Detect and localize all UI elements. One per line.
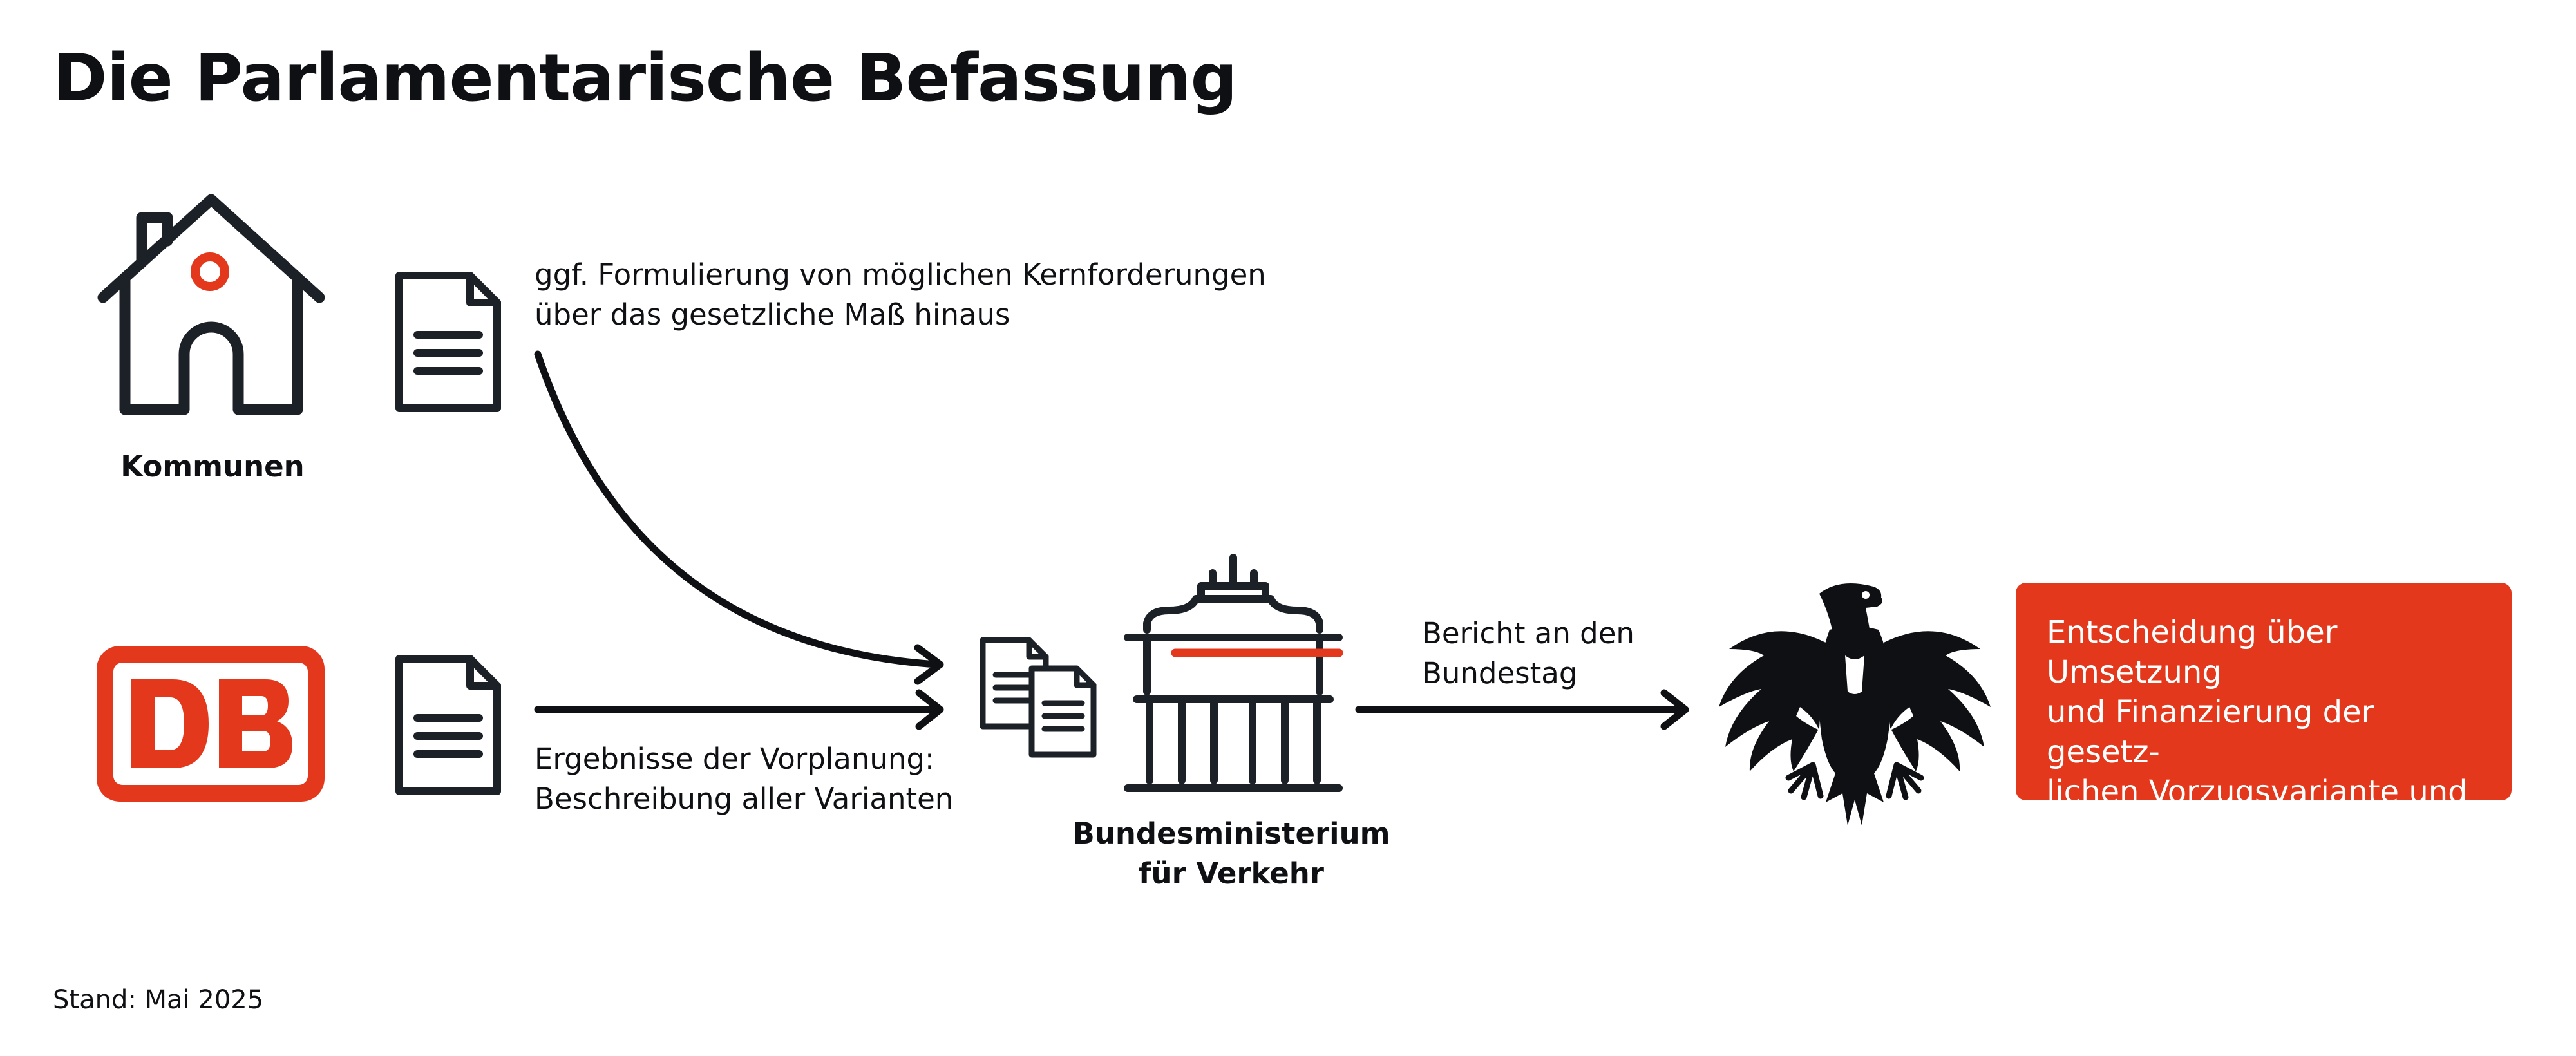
db-caption-line1: Ergebnisse der Vorplanung: bbox=[535, 742, 935, 776]
db-logo bbox=[97, 646, 325, 802]
brandenburg-gate-icon bbox=[1124, 554, 1343, 792]
ministerium-label-line2: für Verkehr bbox=[1138, 856, 1325, 891]
house-icon bbox=[97, 194, 325, 415]
decision-line2: und Finanzierung der gesetz- bbox=[2047, 694, 2374, 770]
stand-date: Stand: Mai 2025 bbox=[53, 985, 264, 1015]
ministerium-label: Bundesministerium für Verkehr bbox=[1070, 814, 1392, 894]
db-caption-line2: Beschreibung aller Varianten bbox=[535, 782, 954, 816]
bundestag-caption: Bericht an den Bundestag bbox=[1422, 614, 1634, 693]
federal-eagle-icon bbox=[1719, 583, 1991, 825]
kommunen-caption-line1: ggf. Formulierung von möglichen Kernford… bbox=[535, 258, 1266, 292]
bundestag-caption-line2: Bundestag bbox=[1422, 656, 1578, 690]
arrowhead bbox=[914, 644, 944, 685]
document-icon bbox=[395, 272, 501, 412]
decision-line4: Kernforderungen der Kommunen bbox=[2047, 854, 2369, 930]
bundestag-caption-line1: Bericht an den bbox=[1422, 616, 1634, 650]
decision-line1: Entscheidung über Umsetzung bbox=[2047, 614, 2338, 690]
documents-icon bbox=[980, 637, 1097, 758]
document-icon bbox=[395, 655, 501, 795]
decision-line3: lichen Vorzugsvariante und ggf. bbox=[2047, 774, 2468, 850]
arrowhead bbox=[1660, 689, 1689, 730]
arrowhead bbox=[915, 689, 944, 730]
ministerium-label-line1: Bundesministerium bbox=[1072, 816, 1390, 851]
kommunen-caption-line2: über das gesetzliche Maß hinaus bbox=[535, 297, 1010, 332]
kommunen-label: Kommunen bbox=[120, 449, 305, 484]
arrow-kommunen-to-ministerium bbox=[534, 350, 941, 668]
kommunen-caption: ggf. Formulierung von möglichen Kernford… bbox=[535, 255, 1266, 335]
decision-text: Entscheidung über Umsetzung und Finanzie… bbox=[2047, 612, 2481, 932]
page-title: Die Parlamentarische Befassung bbox=[53, 40, 1237, 117]
db-caption: Ergebnisse der Vorplanung: Beschreibung … bbox=[535, 739, 953, 819]
decision-box: Entscheidung über Umsetzung und Finanzie… bbox=[2016, 583, 2512, 930]
